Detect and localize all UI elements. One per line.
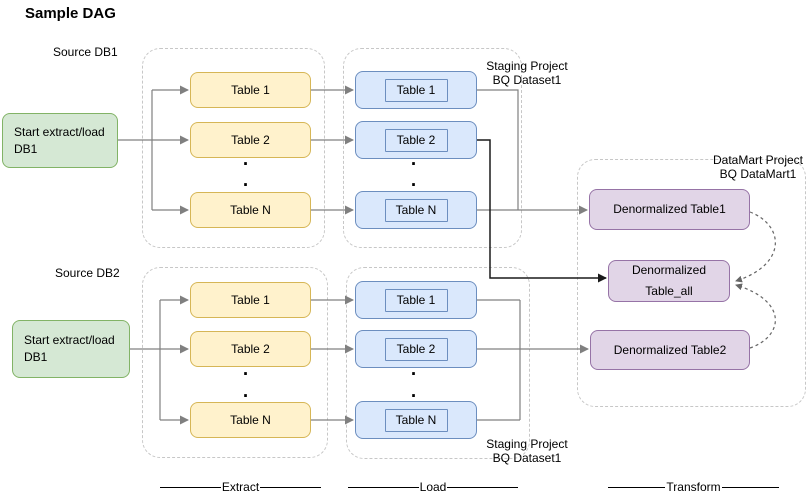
- ellipsis-dot: ·: [242, 154, 250, 175]
- load-table-1-db2-inner: Table 1: [384, 288, 448, 312]
- extract-table-2-db2: Table 2: [190, 331, 311, 367]
- load-table-2-db2: Table 2: [355, 330, 477, 368]
- ellipsis-dot: ·: [410, 175, 418, 196]
- extract-table-1-db2: Table 1: [190, 282, 311, 318]
- load-table-2-db1-label: Table 2: [396, 132, 436, 147]
- stage-load-label: Load: [419, 480, 447, 494]
- load-group-db2: [346, 267, 530, 459]
- extract-table-2-db1: Table 2: [190, 122, 311, 158]
- load-table-2-db2-label: Table 2: [396, 341, 436, 356]
- load-table-2-db1-inner: Table 2: [384, 128, 448, 152]
- extract-table-n-db2: Table N: [190, 402, 311, 438]
- denormalized-table-all-node: Denormalized Table_all: [608, 260, 730, 302]
- ellipsis-dot: ·: [242, 364, 250, 385]
- load-table-n-db2: Table N: [355, 401, 477, 439]
- datamart-group: [577, 159, 806, 407]
- stage-transform-line-right: [721, 486, 780, 488]
- source-db1-label: Source DB1: [53, 45, 118, 59]
- staging-label-db2: Staging Project BQ Dataset1: [486, 437, 568, 465]
- load-table-n-db1: Table N: [355, 191, 477, 229]
- load-table-1-db1-inner: Table 1: [384, 78, 448, 102]
- stage-load-line-right: [447, 486, 519, 488]
- load-table-1-db1: Table 1: [355, 71, 477, 109]
- stage-extract: Extract: [160, 480, 321, 494]
- stage-load: Load: [348, 480, 519, 494]
- stage-transform-label: Transform: [666, 480, 721, 494]
- datamart-label: DataMart Project BQ DataMart1: [712, 153, 804, 181]
- stage-transform: Transform: [608, 480, 780, 494]
- stage-extract-label: Extract: [221, 480, 260, 494]
- start-node-db1-label: Start extract/load DB1: [14, 124, 105, 156]
- extract-table-1-db1: Table 1: [190, 72, 311, 108]
- ellipsis-dot: ·: [410, 386, 418, 407]
- load-table-1-db2: Table 1: [355, 281, 477, 319]
- denormalized-table-all-label: Denormalized Table_all: [631, 263, 707, 298]
- stage-transform-line-left: [608, 486, 666, 488]
- ellipsis-dot: ·: [242, 386, 250, 407]
- load-table-2-db2-inner: Table 2: [384, 337, 448, 361]
- load-table-1-db2-label: Table 1: [396, 292, 436, 307]
- ellipsis-dot: ·: [242, 175, 250, 196]
- load-table-n-db2-inner: Table N: [384, 408, 448, 432]
- start-node-db1: Start extract/load DB1: [2, 113, 118, 168]
- ellipsis-dot: ·: [410, 364, 418, 385]
- ellipsis-dot: ·: [410, 154, 418, 175]
- load-table-n-db2-label: Table N: [395, 412, 437, 427]
- denormalized-table1-node: Denormalized Table1: [589, 189, 750, 230]
- load-table-n-db1-inner: Table N: [384, 198, 448, 222]
- stage-extract-line-right: [260, 486, 321, 488]
- stage-load-line-left: [348, 486, 419, 488]
- page-title: Sample DAG: [25, 5, 116, 22]
- start-node-db2-label: Start extract/load DB1: [24, 333, 115, 364]
- source-db2-label: Source DB2: [55, 266, 120, 280]
- load-table-2-db1: Table 2: [355, 121, 477, 159]
- load-table-1-db1-label: Table 1: [396, 82, 436, 97]
- start-node-db2: Start extract/load DB1: [12, 320, 130, 378]
- denormalized-table2-node: Denormalized Table2: [590, 330, 750, 370]
- stage-extract-line-left: [160, 486, 221, 488]
- staging-label-db1: Staging Project BQ Dataset1: [486, 59, 568, 87]
- extract-table-n-db1: Table N: [190, 192, 311, 228]
- load-table-n-db1-label: Table N: [395, 202, 437, 217]
